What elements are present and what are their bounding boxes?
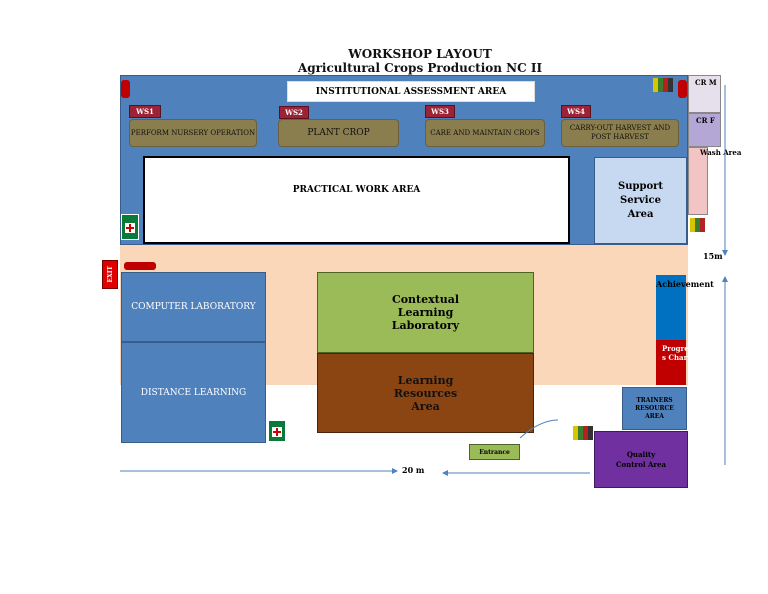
learning-resources-area: Learning Resources Area <box>317 353 534 433</box>
ws2-station: PLANT CROP <box>278 119 399 147</box>
ws3-station: CARE AND MAINTAIN CROPS <box>425 119 545 147</box>
wash-area-label: Wash Area <box>700 148 742 157</box>
support-service-area: Support Service Area <box>594 157 687 244</box>
wash-area <box>688 147 708 215</box>
ws1-tag: WS1 <box>129 105 161 118</box>
progress-chart: Progres s Chart <box>656 340 693 385</box>
cr-female: CR F <box>688 113 721 147</box>
waste-bins-icon <box>690 216 708 232</box>
waste-bins-icon <box>573 426 593 440</box>
quality-control-area: Quality Control Area <box>594 431 688 488</box>
trainers-resource-area: TRAINERS RESOURCE AREA <box>622 387 687 430</box>
computer-laboratory: COMPUTER LABORATORY <box>121 272 266 342</box>
page-subtitle: Agricultural Crops Production NC II <box>297 61 543 75</box>
achievement-label: Achievement <box>656 279 714 289</box>
practical-work-area: PRACTICAL WORK AREA <box>143 156 570 244</box>
page-title: WORKSHOP LAYOUT <box>348 47 492 61</box>
contextual-learning-lab: Contextual Learning Laboratory <box>317 272 534 353</box>
first-aid-kit-icon <box>268 420 286 442</box>
exit-sign: EXIT <box>102 260 118 289</box>
fire-extinguisher-icon <box>124 262 156 270</box>
ws2-tag: WS2 <box>279 106 309 119</box>
entrance: Entrance <box>469 444 520 460</box>
ws3-tag: WS3 <box>425 105 455 118</box>
assessment-area: INSTITUTIONAL ASSESSMENT AREA <box>287 81 535 102</box>
achievement-board <box>656 275 686 340</box>
ws4-tag: WS4 <box>561 105 591 118</box>
waste-bins-icon <box>653 76 673 92</box>
width-dimension-label: 20 m <box>402 465 425 475</box>
distance-learning: DISTANCE LEARNING <box>121 342 266 443</box>
fire-extinguisher-icon <box>121 80 130 98</box>
ws1-station: PERFORM NURSERY OPERATION <box>129 119 257 147</box>
ws4-station: CARRY-OUT HARVEST AND POST HARVEST <box>561 119 679 147</box>
fire-extinguisher-icon <box>678 80 687 98</box>
first-aid-kit-icon <box>121 214 139 240</box>
cr-male: CR M <box>688 75 721 113</box>
depth-dimension-label: 15m <box>703 251 723 261</box>
